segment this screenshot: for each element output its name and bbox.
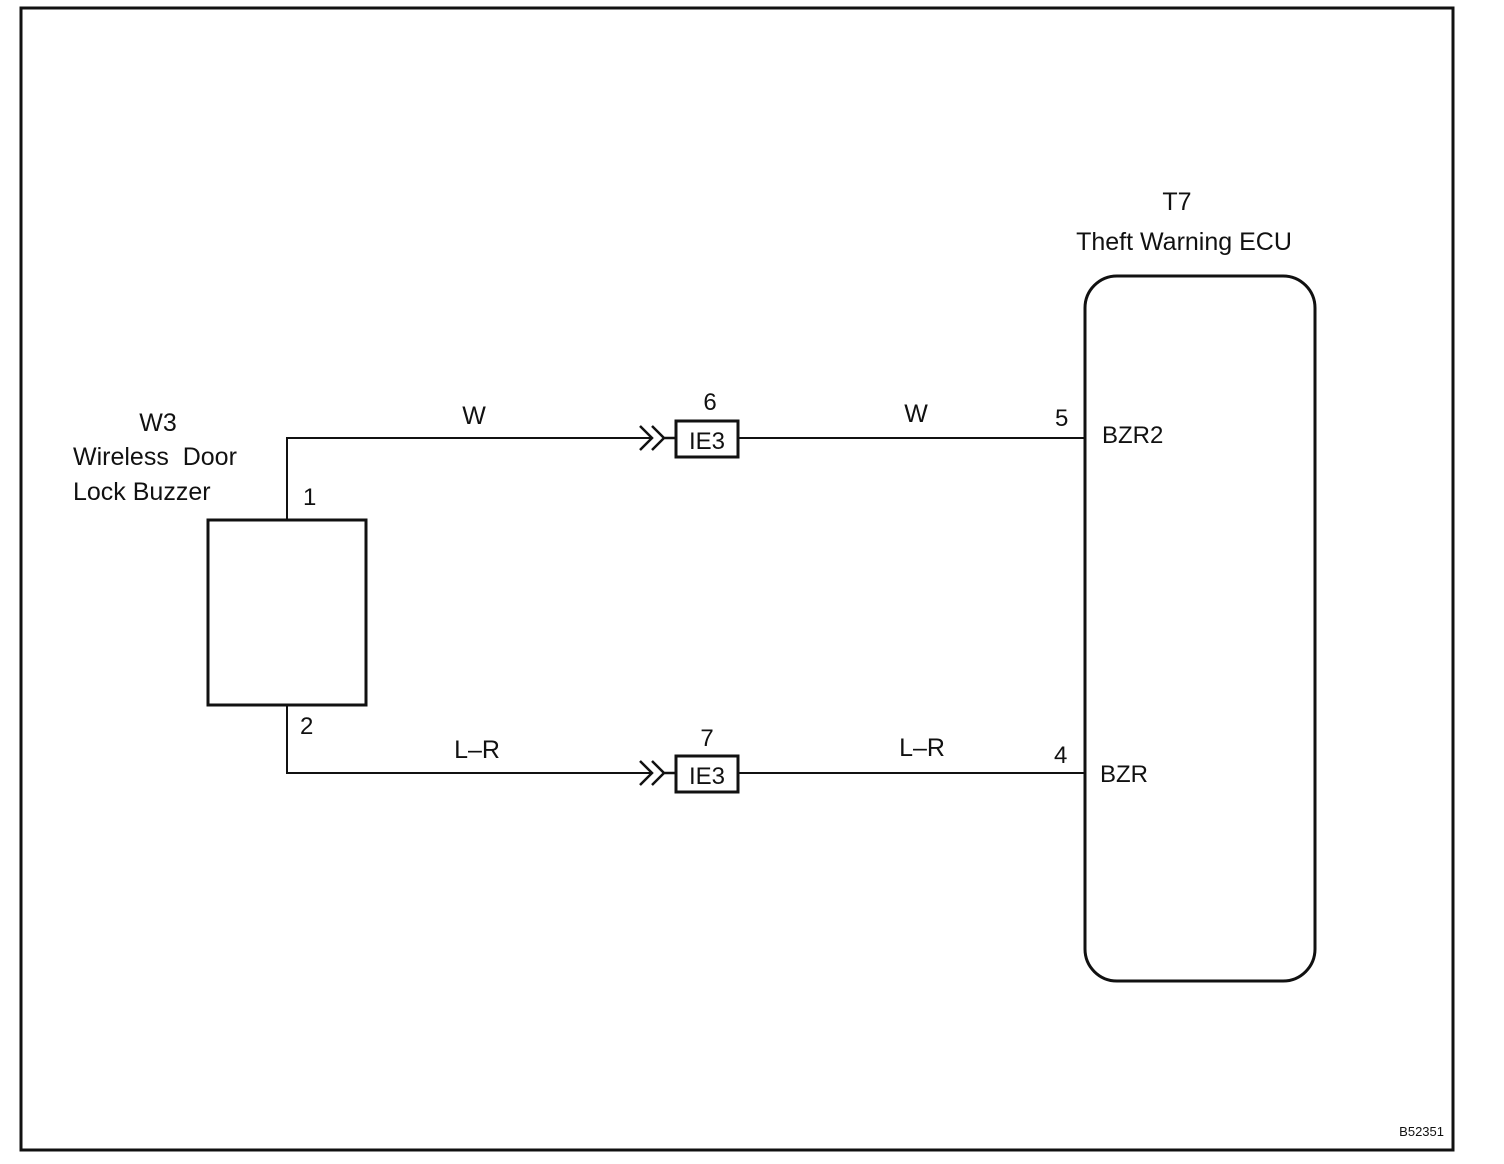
ecu-pin-name-bzr2: BZR2 xyxy=(1102,422,1163,449)
connector-pin-bottom: 7 xyxy=(700,725,713,752)
buzzer-body xyxy=(206,518,368,707)
ecu-code: T7 xyxy=(1162,188,1191,216)
buzzer-name-line2: Lock Buzzer xyxy=(73,478,211,506)
wire-color-bottom-right: L–R xyxy=(899,734,945,762)
ecu-body xyxy=(1083,274,1317,983)
wire-color-top-left: W xyxy=(462,402,486,430)
connector-label-bottom: IE3 xyxy=(689,763,725,790)
buzzer-pin-2: 2 xyxy=(300,713,313,740)
buzzer-name-line1: Wireless Door xyxy=(73,443,237,471)
wire-bottom-left xyxy=(286,705,652,774)
diagram-frame xyxy=(19,6,1455,1152)
ecu-pin-number-4: 4 xyxy=(1054,742,1067,769)
buzzer-pin-1: 1 xyxy=(303,484,316,511)
wire-color-bottom-left: L–R xyxy=(454,736,500,764)
connector-pin-top: 6 xyxy=(703,389,716,416)
figure-id: B52351 xyxy=(1399,1124,1444,1139)
connector-chevron-icon xyxy=(639,760,676,786)
wire-top-left xyxy=(286,437,652,520)
ecu-pin-name-bzr: BZR xyxy=(1100,761,1148,788)
buzzer-code: W3 xyxy=(139,409,177,437)
ecu-pin-number-5: 5 xyxy=(1055,405,1068,432)
connector-chevron-icon xyxy=(639,425,676,451)
connector-label-top: IE3 xyxy=(689,428,725,455)
ecu-name: Theft Warning ECU xyxy=(1076,228,1292,256)
connector-ie3-top xyxy=(674,419,740,459)
wire-color-top-right: W xyxy=(904,400,928,428)
connector-ie3-bottom xyxy=(674,754,740,794)
